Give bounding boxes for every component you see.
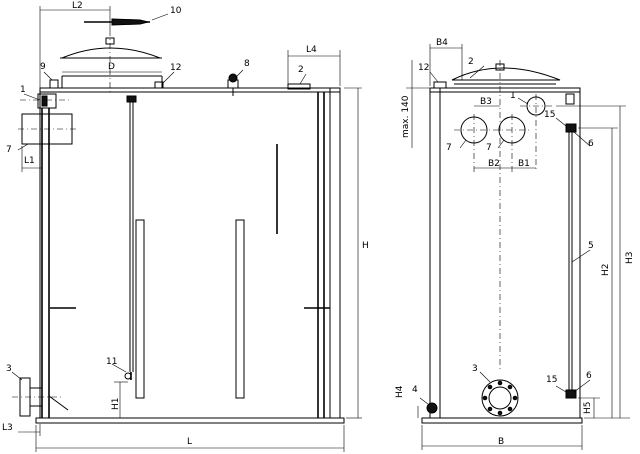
callout-8: 8 [244, 59, 250, 69]
dim-B3: B3 [480, 97, 492, 107]
dim-L: L [187, 437, 192, 447]
baffle-1 [135, 219, 145, 399]
dim-H: H [362, 241, 369, 251]
baffle-2 [235, 219, 245, 399]
base-plate-side [35, 417, 345, 424]
callout-6-bottom: 6 [586, 371, 592, 381]
outlet-flange [481, 379, 519, 417]
callout-12-front: 12 [418, 63, 429, 73]
callout-15-bottom: 15 [546, 375, 557, 385]
callout-3-side: 3 [6, 364, 12, 374]
dim-L2: L2 [72, 1, 83, 11]
dim-B1: B1 [518, 159, 530, 169]
callout-7-side: 7 [6, 145, 12, 155]
dim-D: D [108, 62, 115, 72]
tank-body-front [429, 87, 581, 419]
labels: L2 10 D 9 12 8 2 L4 1 7 L1 H 11 3 H1 L3 … [2, 1, 635, 447]
tank-body-side [39, 87, 341, 419]
callout-5: 5 [588, 241, 594, 251]
callout-4: 4 [412, 385, 418, 395]
dim-H3: H3 [625, 252, 635, 265]
dim-B2: B2 [488, 159, 500, 169]
dim-L3: L3 [2, 423, 13, 433]
dim-L1: L1 [24, 156, 35, 166]
callout-2-front: 2 [468, 57, 474, 67]
dim-L4: L4 [306, 45, 317, 55]
manhole-lid [61, 47, 161, 59]
front-view [406, 44, 630, 450]
callout-7-front-b: 7 [486, 143, 492, 153]
dim-H1: H1 [111, 398, 121, 411]
side-view [11, 6, 362, 452]
callout-1-side: 1 [20, 85, 26, 95]
dim-H2: H2 [601, 264, 611, 277]
callout-6-top: 6 [588, 139, 594, 149]
callout-12-side: 12 [170, 63, 181, 73]
callout-15-top: 15 [544, 110, 555, 120]
callout-1-front: 1 [510, 91, 516, 101]
dim-B4: B4 [436, 38, 448, 48]
dim-H4: H4 [395, 385, 405, 398]
callout-2-side: 2 [298, 65, 304, 75]
callout-3-front: 3 [472, 364, 478, 374]
dim-max140: max. 140 [401, 95, 411, 138]
dim-B: B [498, 437, 504, 447]
callout-11: 11 [106, 357, 117, 367]
base-plate-front [421, 417, 583, 424]
callout-10: 10 [170, 6, 182, 16]
callout-9: 9 [40, 62, 46, 72]
callout-7-front-a: 7 [446, 143, 452, 153]
dim-H5: H5 [583, 402, 593, 415]
